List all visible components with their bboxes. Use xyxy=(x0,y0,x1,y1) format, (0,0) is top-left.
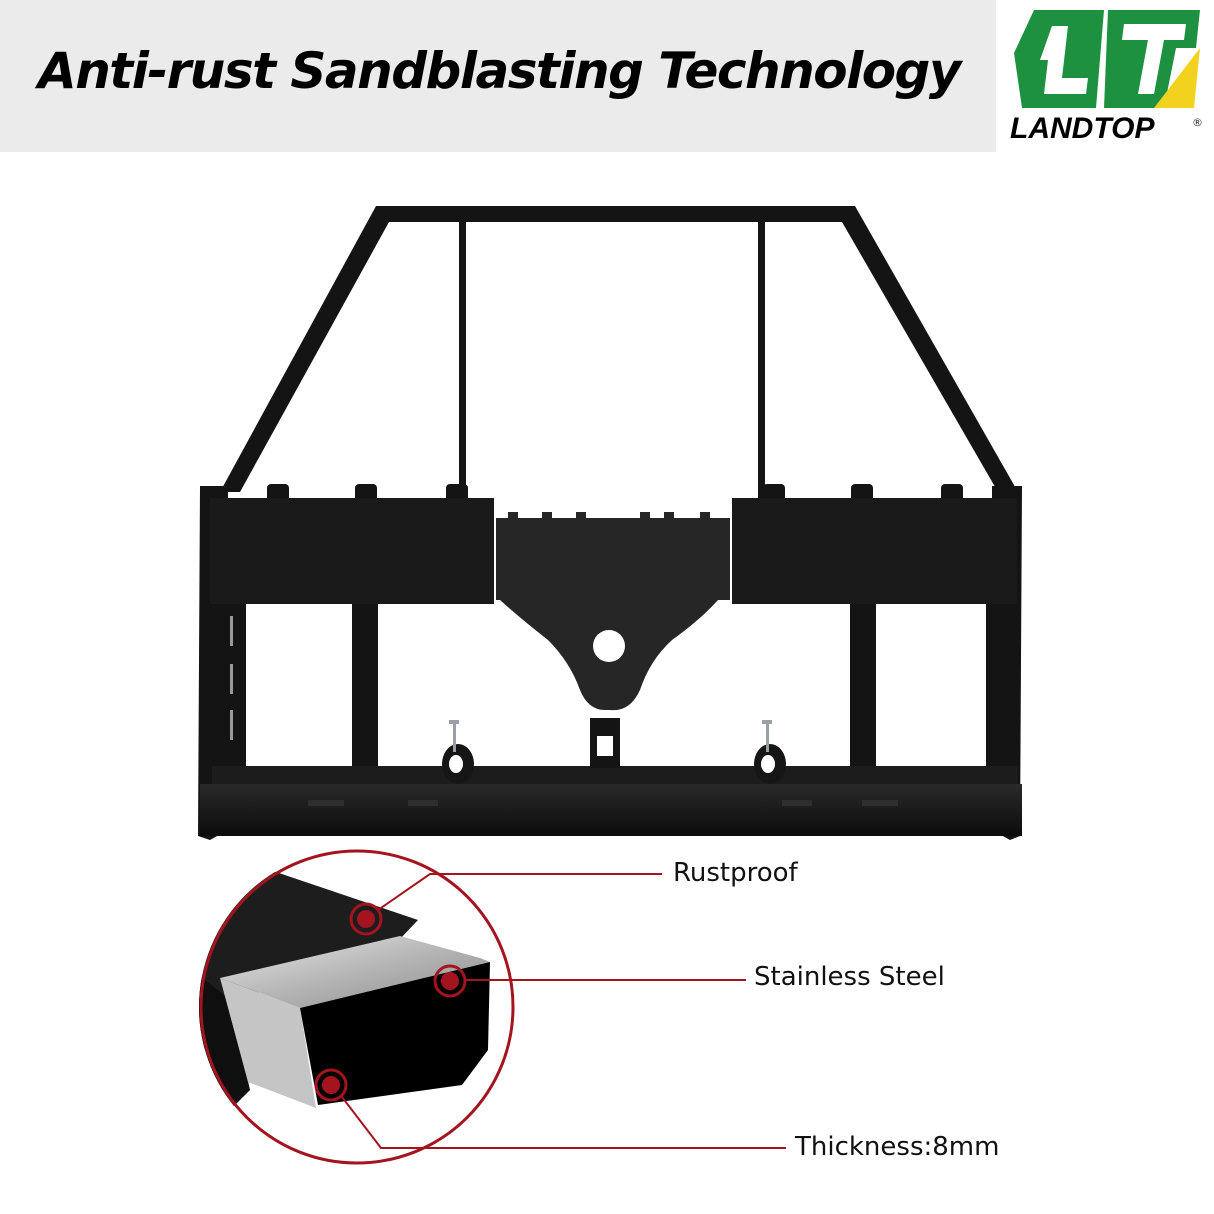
pallet-fork-frame-icon xyxy=(198,206,1022,840)
callout-rustproof: Rustproof xyxy=(673,858,798,888)
tube-detail-inset xyxy=(199,849,515,1165)
callout-thickness: Thickness:8mm xyxy=(795,1132,1000,1162)
landtop-logo-icon xyxy=(1014,10,1200,108)
page-title: Anti-rust Sandblasting Technology xyxy=(38,42,961,100)
header-band xyxy=(0,0,996,152)
inset-ring xyxy=(199,849,515,1165)
registered-mark: ® xyxy=(1192,116,1203,129)
logo-wordmark: LANDTOP xyxy=(1010,112,1155,145)
callout-marker-stainless xyxy=(433,964,746,998)
callout-stainless-steel: Stainless Steel xyxy=(754,962,945,992)
callout-marker-thickness xyxy=(314,1068,786,1149)
callout-marker-rustproof xyxy=(349,873,662,936)
